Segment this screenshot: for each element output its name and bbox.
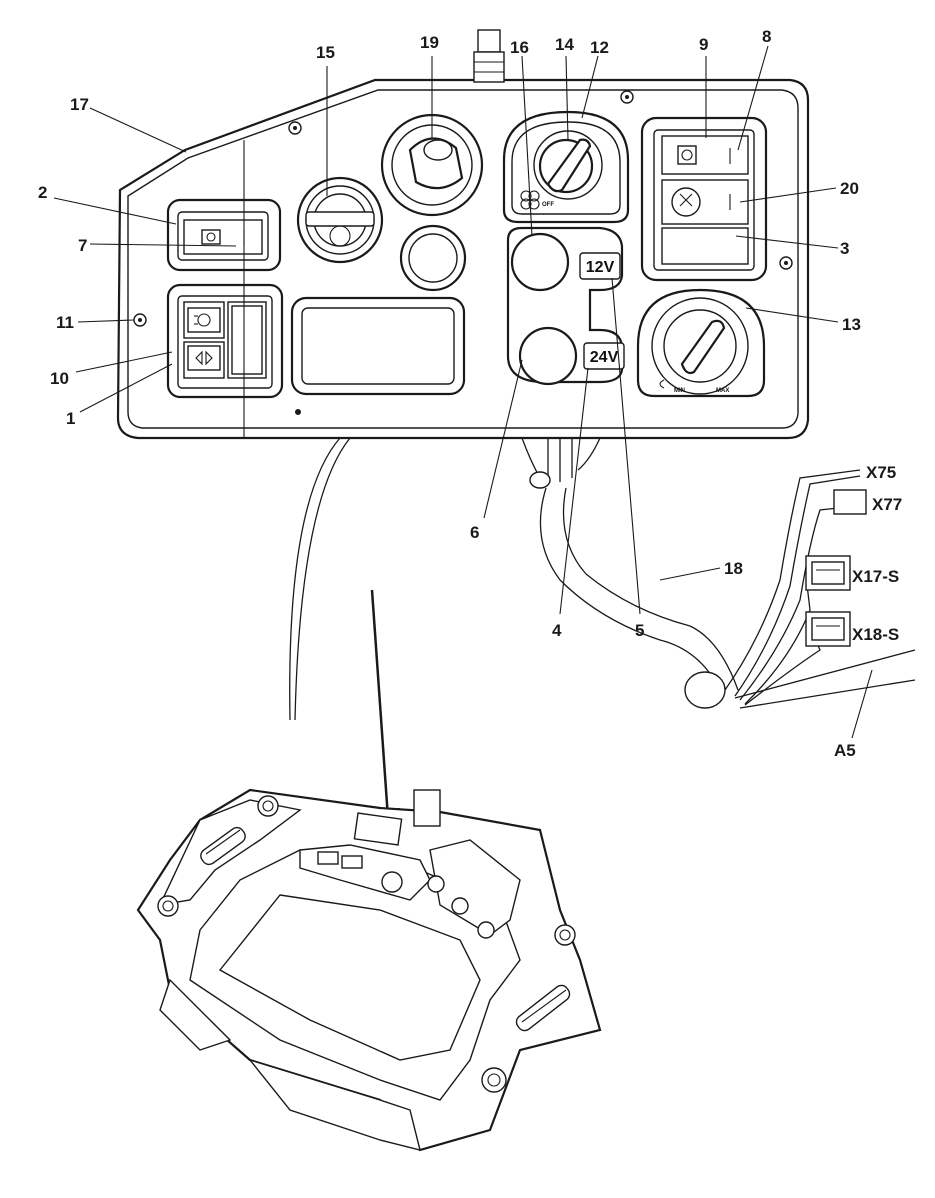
switch-bezel-1 [166, 283, 284, 399]
cable-loom [521, 437, 916, 709]
fan-speed-switch: OFF [502, 110, 630, 224]
callout-14: 14 [555, 35, 574, 54]
socket-24v-label: 24V [590, 349, 619, 366]
cab-mount [481, 1067, 507, 1093]
switch-bezel-2 [166, 198, 282, 272]
callout-7: 7 [78, 236, 87, 255]
label-x17s: X17-S [852, 567, 899, 586]
callout-a5: A5 [834, 741, 856, 760]
connector-labels: X75 X77 X17-S X18-S [852, 463, 902, 644]
mounting-screw [620, 90, 634, 104]
callout-5: 5 [635, 621, 644, 640]
callout-18: 18 [724, 559, 743, 578]
connector-x77 [833, 489, 867, 515]
label-x75: X75 [866, 463, 896, 482]
cab-mount [554, 924, 576, 946]
heat-icon [659, 379, 665, 389]
connector-x17s [805, 555, 851, 591]
callout-16: 16 [510, 38, 529, 57]
hazard-icon [195, 350, 213, 366]
callout-11: 11 [56, 313, 74, 332]
leader-lines [53, 45, 873, 739]
vent-grill [200, 826, 246, 866]
mounting-screw [288, 121, 302, 135]
callout-10: 10 [50, 369, 69, 388]
work-lamp-icon [677, 145, 697, 165]
callout-4: 4 [552, 621, 562, 640]
callout-13: 13 [842, 315, 861, 334]
power-socket-24v: 24V [518, 326, 625, 386]
cab-mount [257, 795, 279, 817]
parking-lamp-icon [201, 229, 221, 245]
callout-19: 19 [420, 33, 439, 52]
fan-icon [520, 190, 540, 210]
beacon-icon [671, 187, 701, 217]
callout-8: 8 [762, 27, 771, 46]
mounting-screw [133, 313, 147, 327]
location-arrow [370, 589, 400, 842]
label-x77: X77 [872, 495, 902, 514]
cab-floor-frame [136, 788, 602, 1152]
blank-cover-plate [290, 296, 466, 396]
cab-mount [157, 895, 179, 917]
dial-max-label: MAX [716, 388, 729, 394]
callout-1: 1 [66, 409, 75, 428]
heater-temperature-dial: MIN MAX [636, 288, 766, 398]
callout-20: 20 [840, 179, 859, 198]
callout-15: 15 [316, 43, 335, 62]
mounting-screw [779, 256, 793, 270]
label-x18s: X18-S [852, 625, 899, 644]
ignition-key-switch [296, 176, 384, 264]
callouts: 17 2 7 11 10 1 15 19 16 14 12 9 8 20 3 1… [38, 27, 861, 760]
cable-gland-top [473, 29, 505, 83]
blank-plug [399, 224, 467, 292]
callout-3: 3 [840, 239, 849, 258]
socket-12v-label: 12V [586, 259, 615, 276]
switch-bezel-9 [640, 116, 768, 282]
callout-9: 9 [699, 35, 708, 54]
feed-cable [294, 437, 351, 721]
callout-12: 12 [590, 38, 609, 57]
console-location [299, 789, 521, 939]
callout-17: 17 [70, 95, 89, 114]
callout-2: 2 [38, 183, 47, 202]
fan-off-label: OFF [542, 202, 554, 208]
power-socket-12v: 12V [510, 232, 621, 292]
callout-6: 6 [470, 523, 479, 542]
connector-x18s [805, 611, 851, 647]
light-icon [194, 313, 211, 327]
vent-grill [515, 984, 571, 1032]
dial-min-label: MIN [674, 388, 685, 394]
